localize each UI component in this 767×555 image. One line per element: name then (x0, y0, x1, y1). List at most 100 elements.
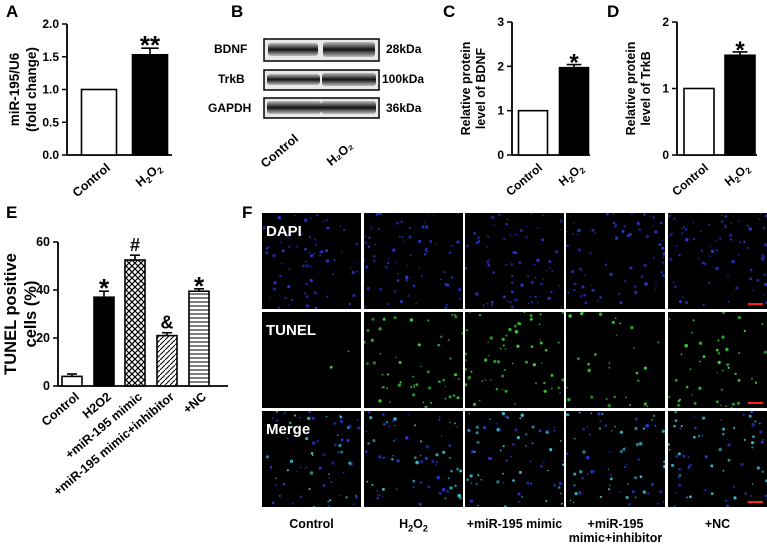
cell-dot (296, 245, 298, 248)
cell-dot (677, 399, 681, 403)
cell-dot (690, 464, 693, 466)
significance-marker: # (130, 235, 140, 255)
cell-dot (727, 366, 730, 369)
cell-dot (449, 486, 453, 490)
cell-dot (691, 394, 693, 396)
cell-dot (758, 422, 761, 425)
cell-dot (340, 450, 344, 454)
cell-dot (304, 247, 307, 251)
cell-dot (378, 399, 382, 403)
cell-dot (480, 478, 483, 481)
cell-dot (272, 253, 276, 258)
cell-dot (504, 348, 507, 350)
cell-dot (629, 403, 632, 407)
y-tick-label: 1 (662, 82, 669, 96)
cell-dot (314, 238, 317, 241)
cell-dot (466, 478, 470, 481)
cell-dot (660, 221, 663, 225)
cell-dot (657, 503, 660, 505)
cell-dot (318, 466, 322, 470)
cell-dot (725, 347, 729, 352)
cell-dot (288, 268, 291, 270)
cell-dot (444, 306, 448, 309)
micrograph-column-label: +miR-195 mimic (466, 517, 563, 531)
cell-dot (756, 466, 760, 470)
cell-dot (368, 236, 371, 239)
cell-dot (525, 433, 528, 436)
cell-dot (277, 306, 281, 309)
cell-dot (623, 466, 626, 469)
cell-dot (495, 422, 498, 425)
cell-dot (430, 401, 433, 404)
cell-dot (287, 304, 290, 306)
cell-dot (678, 467, 681, 471)
cell-dot (681, 232, 684, 235)
cell-dot (402, 239, 405, 241)
cell-dot (286, 469, 289, 472)
y-axis-label: Relative protein (624, 42, 638, 136)
cell-dot (502, 472, 505, 475)
cell-dot (678, 300, 682, 304)
cell-dot (654, 289, 657, 291)
cell-dot (495, 388, 498, 391)
cell-dot (561, 378, 565, 382)
cell-dot (730, 407, 733, 409)
cell-dot (471, 450, 475, 454)
cell-dot (764, 214, 767, 218)
cell-dot (444, 397, 447, 400)
cell-dot (525, 445, 527, 447)
cell-dot (685, 238, 689, 242)
y-axis-label: (fold change) (24, 47, 39, 132)
cell-dot (305, 260, 307, 263)
cell-dot (542, 214, 545, 217)
cell-dot (388, 257, 390, 260)
cell-dot (265, 247, 269, 250)
cell-dot (381, 373, 384, 376)
cell-dot (347, 350, 350, 353)
cell-dot (465, 329, 468, 332)
cell-dot (582, 450, 586, 454)
cell-dot (475, 241, 479, 244)
micrograph-column-label: Control (289, 517, 334, 531)
cell-dot (533, 263, 536, 266)
cell-dot (658, 243, 662, 247)
cell-dot (560, 229, 563, 231)
cell-dot (721, 310, 726, 314)
cell-dot (614, 317, 617, 320)
cell-dot (517, 322, 520, 325)
cell-dot (684, 343, 688, 348)
cell-dot (759, 212, 762, 215)
cell-dot (371, 317, 375, 321)
cell-dot (639, 442, 643, 446)
cell-dot (555, 250, 559, 254)
cell-dot (720, 220, 724, 223)
cell-dot (693, 416, 696, 418)
cell-dot (293, 214, 296, 217)
cell-dot (735, 286, 739, 290)
cell-dot (275, 483, 278, 486)
cell-dot (582, 427, 585, 431)
cell-dot (724, 226, 727, 229)
blot-row-label-gapdh: GAPDH (208, 101, 252, 115)
cell-dot (667, 443, 670, 446)
cell-dot (589, 284, 592, 287)
bar (724, 54, 756, 156)
cell-dot (710, 492, 714, 495)
cell-dot (424, 221, 427, 224)
cell-dot (701, 261, 705, 265)
micrograph-merge-1 (364, 411, 463, 507)
cell-dot (738, 220, 740, 222)
cell-dot (761, 470, 764, 473)
cell-dot (305, 282, 308, 285)
cell-dot (692, 238, 695, 240)
cell-dot (288, 245, 291, 248)
cell-dot (502, 344, 505, 347)
cell-dot (572, 233, 574, 236)
cell-dot (586, 455, 590, 460)
cell-dot (678, 253, 681, 257)
cell-dot (570, 269, 575, 274)
cell-dot (750, 409, 754, 414)
cell-dot (454, 422, 457, 425)
